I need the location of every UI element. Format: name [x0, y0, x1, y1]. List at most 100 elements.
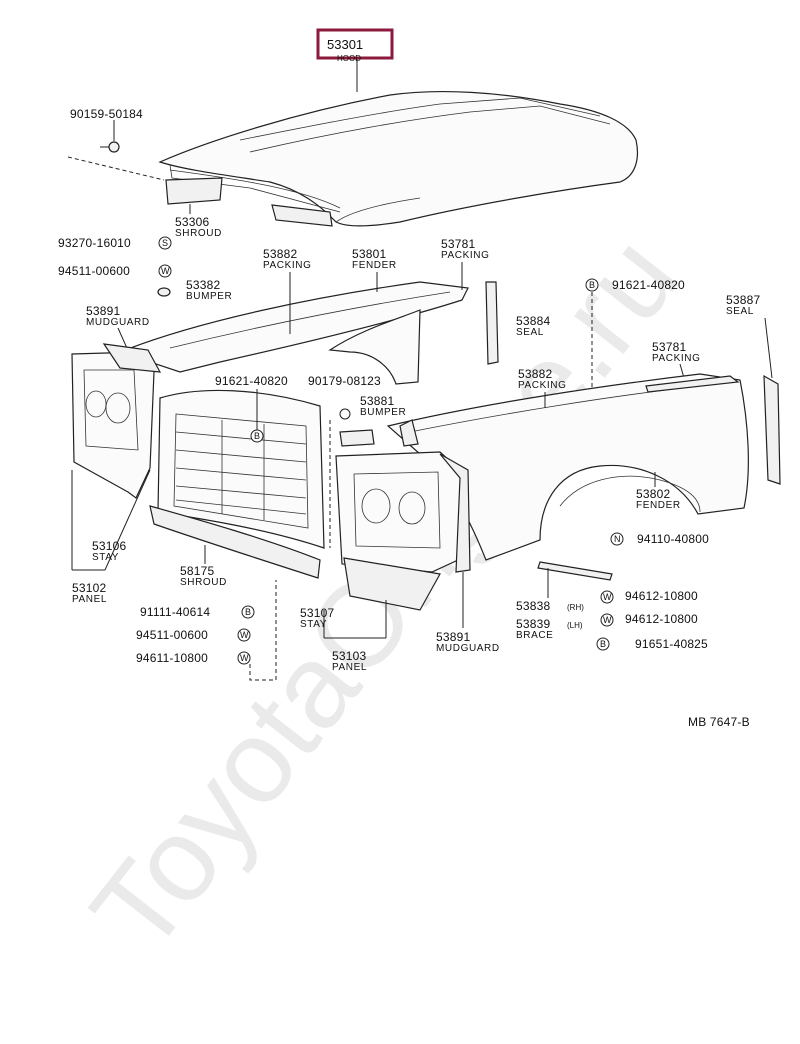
hood-part-number: 53301: [327, 37, 363, 52]
label-53839: 53839: [516, 617, 550, 631]
label-53891-a: 53891: [86, 304, 120, 318]
nut-icon[interactable]: [339, 408, 351, 420]
symbol-b-icon-d: [241, 605, 255, 619]
symbol-b-icon-a: [585, 278, 599, 292]
label-53884: 53884: [516, 314, 550, 328]
name-53382: BUMPER: [186, 291, 232, 302]
name-58175: SHROUD: [180, 577, 227, 588]
stay-53106-leader: [104, 469, 151, 571]
side-53838: (RH): [567, 603, 584, 612]
name-53102: PANEL: [72, 594, 107, 605]
symbol-b-letter-d: B: [245, 607, 251, 617]
symbol-w-letter-d: W: [240, 630, 249, 640]
name-53106: STAY: [92, 552, 119, 563]
name-53881: BUMPER: [360, 407, 406, 418]
label-53887: 53887: [726, 293, 760, 307]
label-94511-a: 94511-00600: [58, 264, 130, 278]
label-53102: 53102: [72, 581, 106, 595]
hood-part[interactable]: [158, 90, 639, 227]
brace-part[interactable]: [537, 561, 613, 581]
label-53801: 53801: [352, 247, 386, 261]
name-53891-b: MUDGUARD: [436, 643, 500, 654]
symbol-b-letter-a: B: [589, 280, 595, 290]
label-53103: 53103: [332, 649, 366, 663]
label-91621-a: 91621-40820: [612, 278, 685, 292]
symbol-w-icon: [158, 264, 172, 278]
label-53891-b: 53891: [436, 630, 470, 644]
symbol-w-icon-c: [600, 613, 614, 627]
symbol-w-icon-e: [237, 651, 251, 665]
label-58175: 58175: [180, 564, 214, 578]
name-53882-a: PACKING: [263, 260, 311, 271]
label-53106: 53106: [92, 539, 126, 553]
name-53838: BRACE: [516, 630, 553, 641]
name-53103: PANEL: [332, 662, 367, 673]
label-93270: 93270-16010: [58, 236, 131, 250]
label-94611: 94611-10800: [136, 651, 208, 665]
seal-53887-leader: [764, 317, 773, 379]
side-53839: (LH): [567, 621, 583, 630]
bolt-icon[interactable]: [100, 141, 120, 153]
name-53884: SEAL: [516, 327, 544, 338]
name-53781-a: PACKING: [441, 250, 489, 261]
symbol-s-letter: S: [162, 238, 168, 248]
name-53107: STAY: [300, 619, 327, 630]
symbol-w-letter-e: W: [240, 653, 249, 663]
hood-highlight-box: [316, 28, 394, 60]
label-53802: 53802: [636, 487, 670, 501]
bumper-53382-part[interactable]: [157, 287, 171, 297]
mudguard-53891b-part[interactable]: [439, 453, 471, 573]
symbol-b-letter-b: B: [254, 431, 260, 441]
label-91111: 91111-40614: [140, 605, 210, 619]
label-53881: 53881: [360, 394, 394, 408]
seal-53887-part[interactable]: [763, 374, 781, 485]
panel-53102-part[interactable]: [71, 343, 162, 499]
symbol-s-icon: [158, 236, 172, 250]
symbol-w-icon-d: [237, 628, 251, 642]
label-53107: 53107: [300, 606, 334, 620]
bolt-dash-leader: [67, 156, 165, 181]
symbol-w-icon-b: [600, 590, 614, 604]
fender-53802-part[interactable]: [386, 373, 749, 561]
name-53306: SHROUD: [175, 228, 222, 239]
name-53882-b: PACKING: [518, 380, 566, 391]
symbol-w-letter-c: W: [603, 615, 612, 625]
label-94511-b: 94511-00600: [136, 628, 208, 642]
grille-part[interactable]: [157, 389, 325, 549]
label-91621-b: 91621-40820: [215, 374, 288, 388]
label-94612-a: 94612-10800: [625, 589, 698, 603]
label-53781-b: 53781: [652, 340, 686, 354]
symbol-n-icon: [610, 532, 624, 546]
name-53887: SEAL: [726, 306, 754, 317]
label-94110: 94110-40800: [637, 532, 709, 546]
label-94612-b: 94612-10800: [625, 612, 698, 626]
symbol-w-letter: W: [161, 266, 170, 276]
symbol-b-icon-c: [596, 637, 610, 651]
label-53306: 53306: [175, 215, 209, 229]
symbol-n-letter: N: [614, 534, 621, 544]
seal-53884-part[interactable]: [485, 281, 499, 365]
fender-53801-part[interactable]: [118, 281, 469, 385]
label-90159: 90159-50184: [70, 107, 143, 121]
name-53781-b: PACKING: [652, 353, 700, 364]
shroud-58175-part[interactable]: [149, 505, 321, 579]
diagram-code: MB 7647-B: [688, 715, 750, 729]
symbol-b-letter-c: B: [600, 639, 606, 649]
label-53382: 53382: [186, 278, 220, 292]
symbol-w-letter-b: W: [603, 592, 612, 602]
dash-lower-left: [249, 580, 277, 681]
label-53781-a: 53781: [441, 237, 475, 251]
label-90179: 90179-08123: [308, 374, 381, 388]
name-53801: FENDER: [352, 260, 397, 271]
label-53882-a: 53882: [263, 247, 297, 261]
bumper-53881-part[interactable]: [339, 429, 375, 447]
hood-part-name: HOOD: [337, 54, 361, 63]
label-53838: 53838: [516, 599, 550, 613]
label-91651: 91651-40825: [635, 637, 708, 651]
name-53891-a: MUDGUARD: [86, 317, 150, 328]
panel-53103-part[interactable]: [335, 451, 463, 611]
shroud-53306-part[interactable]: [165, 177, 333, 227]
label-53882-b: 53882: [518, 367, 552, 381]
